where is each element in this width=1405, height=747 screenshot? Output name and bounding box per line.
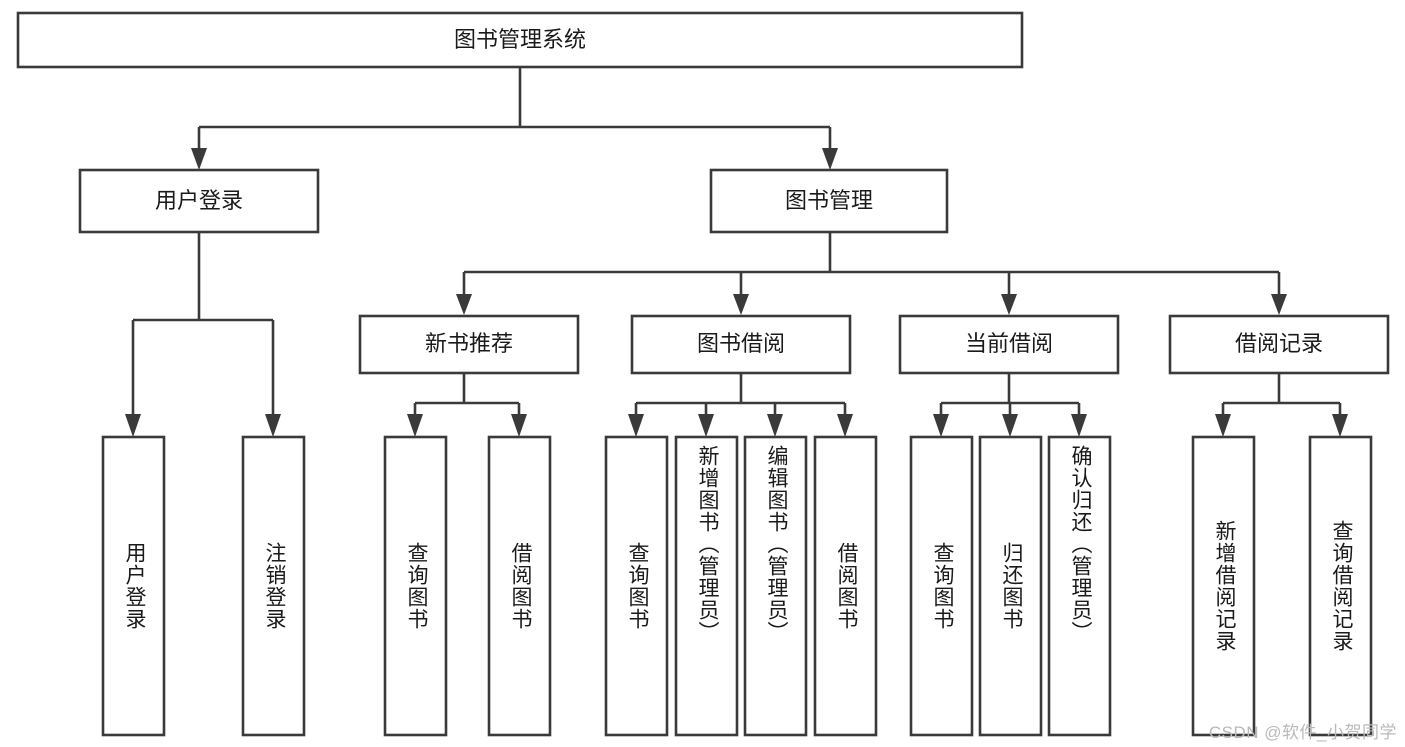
leaf-box-current-borrow-2[interactable]	[978, 435, 1043, 737]
node-book-management[interactable]: 图书管理	[709, 168, 949, 234]
node-current-borrow[interactable]: 当前借阅	[898, 314, 1120, 375]
node-user-login-label: 用户登录	[155, 188, 243, 213]
arrow-head-new-book-child-2	[511, 414, 527, 437]
node-root-box[interactable]	[16, 11, 1024, 69]
node-borrow-record-box[interactable]	[1168, 314, 1390, 375]
leaf-group-current-borrow	[909, 435, 1112, 737]
leaf-group-book-borrow	[604, 435, 878, 737]
leaf-box-book-borrow-3[interactable]	[743, 435, 808, 737]
node-borrow-record-label: 借阅记录	[1235, 331, 1323, 356]
node-new-book-recommend-box[interactable]	[358, 314, 580, 375]
arrow-head-book-borrow-child-4	[837, 414, 853, 437]
arrow-head-book-borrow-child-3	[767, 414, 783, 437]
leaf-group-borrow-record	[1191, 435, 1373, 737]
node-current-borrow-label: 当前借阅	[965, 331, 1053, 356]
node-book-borrow-box[interactable]	[630, 314, 852, 375]
arrow-head-borrow-record-child-1	[1215, 414, 1231, 437]
leaf-box-current-borrow-1[interactable]	[909, 435, 974, 737]
node-user-login[interactable]: 用户登录	[78, 168, 320, 234]
arrow-head-borrow-record	[1271, 294, 1287, 315]
connector-group-book-mgmt	[456, 232, 1287, 315]
node-root[interactable]: 图书管理系统	[16, 11, 1024, 69]
leaf-box-current-borrow-3[interactable]	[1047, 435, 1112, 737]
node-book-borrow-label: 图书借阅	[697, 331, 785, 356]
leaf-box-book-borrow-2[interactable]	[674, 435, 739, 737]
node-new-book-recommend[interactable]: 新书推荐	[358, 314, 580, 375]
connector-group-current-borrow	[933, 373, 1087, 437]
arrow-head-user-login-child-2	[265, 414, 281, 437]
node-current-borrow-box[interactable]	[898, 314, 1120, 375]
leaf-group-user-login	[101, 435, 306, 737]
arrow-head-book-borrow-child-1	[628, 414, 644, 437]
node-user-login-box[interactable]	[78, 168, 320, 234]
node-book-management-label: 图书管理	[785, 188, 873, 213]
arrow-head-current-borrow-child-3	[1071, 414, 1087, 437]
csdn-watermark: CSDN @软件_小贺同学	[1208, 723, 1397, 742]
arrow-head-current-borrow	[1001, 294, 1017, 315]
arrow-head-borrow-record-child-2	[1332, 414, 1348, 437]
arrow-head-new-book-child-1	[407, 414, 423, 437]
arrow-head-current-borrow-child-2	[1002, 414, 1018, 437]
leaf-box-borrow-record-1[interactable]	[1191, 435, 1256, 737]
connector-group-borrow-record	[1215, 373, 1348, 437]
connector-group-new-book	[407, 373, 527, 437]
leaf-box-user-login-2[interactable]	[241, 435, 306, 737]
arrow-head-book-borrow	[733, 294, 749, 315]
node-book-borrow[interactable]: 图书借阅	[630, 314, 852, 375]
node-new-book-recommend-label: 新书推荐	[425, 331, 513, 356]
leaf-box-new-book-2[interactable]	[487, 435, 552, 737]
leaf-box-borrow-record-2[interactable]	[1308, 435, 1373, 737]
leaf-box-user-login-1[interactable]	[101, 435, 166, 737]
leaf-box-book-borrow-1[interactable]	[604, 435, 669, 737]
leaf-box-new-book-1[interactable]	[383, 435, 448, 737]
arrow-head-new-book	[456, 294, 472, 315]
node-borrow-record[interactable]: 借阅记录	[1168, 314, 1390, 375]
arrow-head-user-login	[191, 148, 207, 170]
arrow-head-book-mgmt	[822, 148, 838, 170]
arrow-head-user-login-child-1	[125, 414, 141, 437]
arrow-head-book-borrow-child-2	[698, 414, 714, 437]
node-root-label: 图书管理系统	[454, 27, 586, 52]
node-book-management-box[interactable]	[709, 168, 949, 234]
leaf-group-new-book-recommend	[383, 435, 552, 737]
arrow-head-current-borrow-child-1	[933, 414, 949, 437]
connector-group-user-login	[125, 232, 281, 437]
leaf-box-book-borrow-4[interactable]	[813, 435, 878, 737]
connector-group-root	[191, 67, 838, 170]
connector-group-book-borrow	[628, 373, 853, 437]
